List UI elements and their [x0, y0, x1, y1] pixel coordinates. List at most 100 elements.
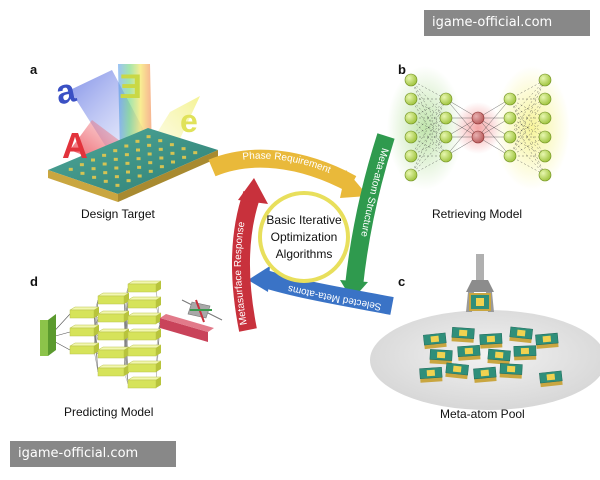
pool-meta-atom — [499, 363, 523, 379]
center-text-line-3: Algorithms — [276, 247, 333, 261]
prediction-block — [127, 376, 162, 389]
prediction-block — [97, 310, 130, 323]
arc-meta-atom-structure — [345, 133, 395, 287]
network-edge — [509, 79, 546, 157]
pool-meta-atom-base — [480, 343, 503, 349]
pool-meta-atom-core — [426, 369, 436, 377]
prediction-block-front — [97, 295, 125, 305]
pool-meta-atom — [473, 366, 497, 383]
meta-atom-sample — [181, 299, 223, 323]
pool-meta-atom-base — [540, 380, 563, 388]
network-edge — [509, 155, 546, 176]
meta-atom-dot — [135, 139, 140, 143]
pool-meta-atom — [451, 326, 475, 343]
prediction-block-top — [97, 292, 130, 297]
metasurface-slab-side — [118, 150, 218, 202]
meta-atom-dot — [92, 175, 97, 179]
target-glyph-red: A — [62, 125, 88, 166]
network-node — [439, 111, 453, 125]
pool-meta-atom-core — [516, 329, 526, 337]
prediction-block-side — [156, 281, 161, 292]
network-edge — [410, 79, 447, 138]
gripped-meta-atom-core — [476, 298, 484, 306]
pool-meta-atom — [457, 344, 481, 361]
pool-meta-atom — [513, 345, 537, 361]
network-node — [503, 92, 517, 106]
arc-top-arrowhead — [340, 170, 368, 198]
network-edge — [509, 117, 546, 138]
output-bar-front — [160, 318, 208, 342]
network-node — [404, 111, 418, 125]
meta-atom-dot — [91, 158, 95, 162]
gripper-shaft — [476, 254, 484, 280]
meta-atom-dot — [114, 166, 119, 170]
prediction-edge — [123, 319, 129, 373]
arc-bottom-arrowhead — [248, 266, 270, 292]
arc-selected-meta-atoms — [259, 269, 394, 315]
input-block — [40, 314, 56, 356]
meta-atom-dot — [125, 161, 130, 165]
prediction-block-top — [127, 376, 162, 381]
center-circle — [258, 191, 350, 283]
prediction-block-front — [127, 379, 157, 389]
prediction-block — [97, 364, 130, 377]
pool-meta-atom — [539, 370, 563, 388]
meta-atom-dot — [158, 139, 163, 143]
network-edge — [445, 117, 479, 157]
pool-meta-atom — [429, 349, 453, 365]
arc-phase-requirement — [208, 149, 357, 192]
meta-atom-dot — [159, 165, 164, 169]
pool-meta-atom — [419, 366, 443, 383]
network-edge — [410, 98, 447, 157]
prediction-block-top — [127, 312, 162, 317]
metasurface-slab — [48, 128, 218, 194]
meta-atom-dot — [114, 175, 119, 179]
pool-meta-atom-base — [509, 336, 532, 344]
network-node — [538, 73, 552, 87]
network-node — [471, 130, 485, 144]
watermark-bottom: igame-official.com — [10, 441, 176, 467]
prediction-block-front — [69, 327, 95, 337]
meta-atom-dot — [137, 174, 142, 178]
panel-a-design-target: a a E A e Design Target — [30, 62, 218, 221]
network-node — [404, 92, 418, 106]
meta-atom-dot — [124, 153, 129, 157]
prediction-block-side — [156, 313, 161, 324]
arc-left-arrowhead — [238, 178, 268, 204]
meta-atom-dot — [181, 147, 186, 151]
prediction-block — [127, 312, 162, 325]
network-edge — [410, 98, 447, 138]
prediction-block-side — [156, 345, 161, 356]
panel-b-retrieving-model: b Retrieving Model — [387, 62, 570, 221]
network-edge — [509, 136, 546, 157]
network-node — [503, 111, 517, 125]
pool-meta-atom — [479, 333, 503, 349]
pool-meta-atom-base — [514, 355, 537, 361]
network-edge — [410, 98, 447, 176]
meta-atom-dot — [113, 157, 118, 161]
prediction-block-top — [127, 296, 162, 301]
prediction-block — [127, 296, 162, 309]
pool-meta-atom-core — [546, 373, 556, 381]
pool-meta-atom-core — [506, 365, 516, 373]
meta-atom-array — [68, 135, 198, 187]
meta-atom-dot — [124, 144, 129, 148]
prediction-block-top — [97, 364, 130, 369]
prediction-block — [69, 342, 100, 355]
pool-meta-atom-core — [520, 347, 530, 355]
meta-atom-dot — [80, 171, 85, 175]
prediction-block — [97, 328, 130, 341]
panel-label-design-target: Design Target — [81, 207, 155, 221]
predicting-layers — [69, 280, 162, 389]
prediction-block — [127, 328, 162, 341]
pool-meta-atom-base — [429, 359, 452, 365]
network-node — [538, 168, 552, 182]
network-edge — [477, 98, 511, 138]
meta-atom-dot — [148, 169, 153, 173]
pool-meta-atom — [423, 332, 447, 350]
meta-atom-dot — [169, 143, 174, 147]
network-edge — [509, 117, 546, 176]
prediction-block-front — [127, 315, 157, 325]
pool-meta-atom-base — [499, 373, 522, 379]
arc-metasurface-response — [231, 191, 261, 332]
